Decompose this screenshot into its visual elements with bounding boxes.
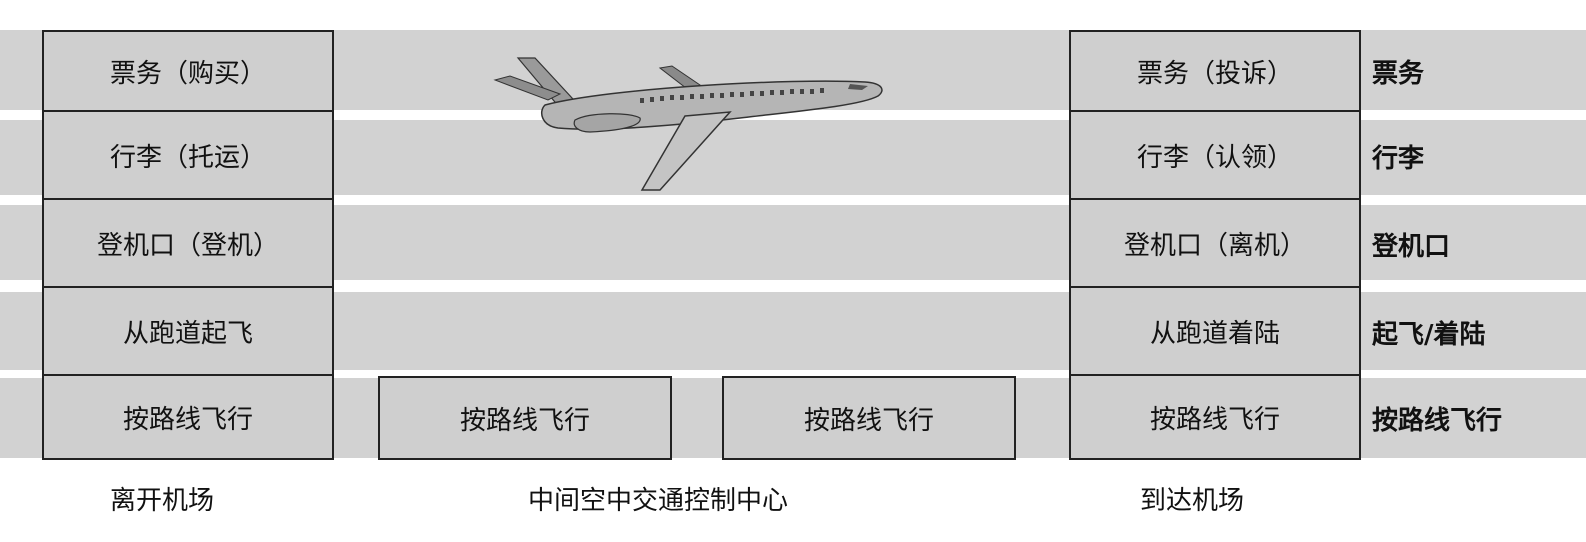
left-layer-takeoff: 从跑道起飞 bbox=[42, 288, 334, 376]
caption-intermediate-atc: 中间空中交通控制中心 bbox=[528, 486, 789, 516]
layer-name-routing: 按路线飞行 bbox=[1372, 405, 1503, 436]
caption-arrival-airport: 到达机场 bbox=[1140, 486, 1245, 516]
airplane-icon bbox=[493, 57, 883, 191]
left-layer-baggage: 行李（托运） bbox=[42, 112, 334, 200]
right-layer-baggage-label: 行李（认领） bbox=[1136, 142, 1293, 173]
right-layer-routing-label: 按路线飞行 bbox=[1149, 404, 1280, 435]
left-layer-gate: 登机口（登机） bbox=[42, 200, 334, 288]
right-layer-landing: 从跑道着陆 bbox=[1069, 288, 1361, 376]
right-layer-ticket: 票务（投诉） bbox=[1069, 30, 1361, 112]
right-layer-ticket-label: 票务（投诉） bbox=[1136, 58, 1293, 89]
right-layer-gate-label: 登机口（离机） bbox=[1123, 230, 1306, 261]
right-layer-gate: 登机口（离机） bbox=[1069, 200, 1361, 288]
caption-departure-airport: 离开机场 bbox=[110, 486, 215, 516]
left-layer-ticket: 票务（购买） bbox=[42, 30, 334, 112]
left-layer-ticket-label: 票务（购买） bbox=[109, 58, 266, 89]
left-layer-routing: 按路线飞行 bbox=[42, 376, 334, 460]
right-layer-baggage: 行李（认领） bbox=[1069, 112, 1361, 200]
right-layer-routing: 按路线飞行 bbox=[1069, 376, 1361, 460]
left-layer-baggage-label: 行李（托运） bbox=[109, 142, 266, 173]
layer-name-baggage: 行李 bbox=[1372, 143, 1425, 174]
layer-name-gate: 登机口 bbox=[1372, 231, 1451, 262]
middle-routing-box-2: 按路线飞行 bbox=[722, 376, 1016, 460]
middle-routing-box-1: 按路线飞行 bbox=[378, 376, 672, 460]
layer-name-ticket: 票务 bbox=[1372, 58, 1425, 89]
middle-routing-label-1: 按路线飞行 bbox=[459, 405, 590, 436]
left-layer-routing-label: 按路线飞行 bbox=[122, 404, 253, 435]
middle-routing-label-2: 按路线飞行 bbox=[803, 405, 934, 436]
layer-name-takeoff-landing: 起飞/着陆 bbox=[1372, 319, 1486, 350]
left-layer-takeoff-label: 从跑道起飞 bbox=[122, 318, 253, 349]
right-layer-landing-label: 从跑道着陆 bbox=[1149, 318, 1280, 349]
left-layer-gate-label: 登机口（登机） bbox=[96, 230, 279, 261]
